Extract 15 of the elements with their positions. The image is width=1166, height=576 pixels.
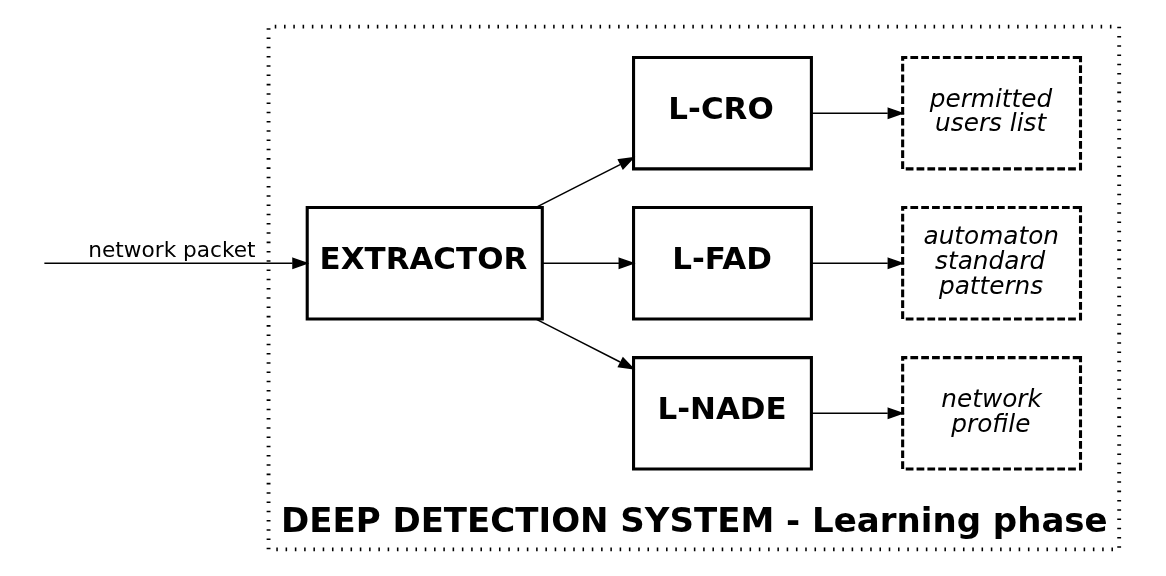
arrow xyxy=(810,407,905,420)
arrow xyxy=(541,257,636,270)
arrow xyxy=(534,156,635,209)
node-box: EXTRACTOR xyxy=(305,206,544,321)
edge-label: network packet xyxy=(87,237,255,263)
arrow xyxy=(534,318,635,370)
node-box: L-NADE xyxy=(631,356,813,471)
node-box: automaton standard patterns xyxy=(900,206,1082,321)
arrow xyxy=(43,257,309,270)
node-box: network profile xyxy=(900,356,1082,471)
arrow xyxy=(810,107,905,120)
arrow xyxy=(810,257,905,270)
node-box: permitted users list xyxy=(900,56,1082,171)
node-box: L-CRO xyxy=(631,56,813,171)
node-box: L-FAD xyxy=(631,206,813,321)
